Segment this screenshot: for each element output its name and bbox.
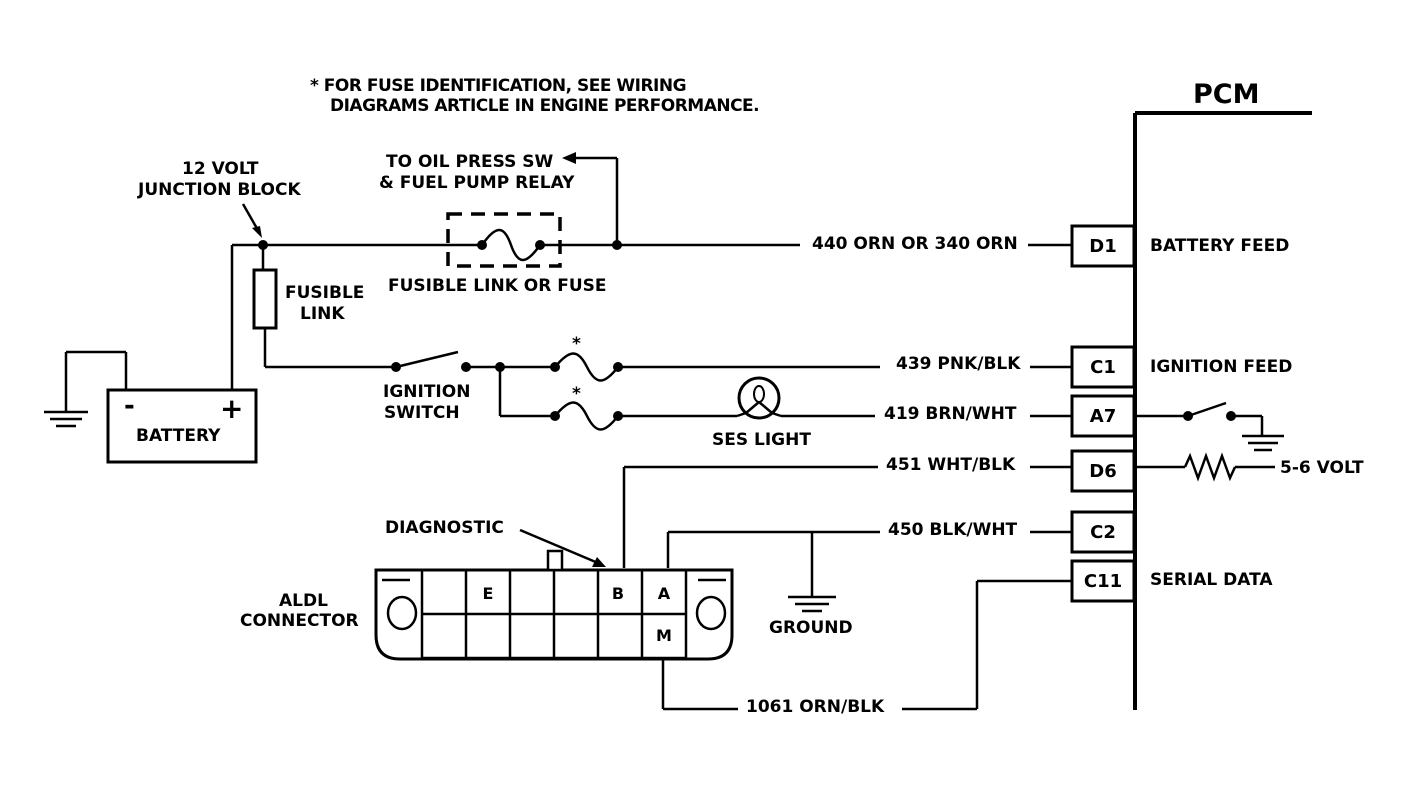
wire-label-440: 440 ORN OR 340 ORN [812,234,1018,254]
diagnostic-label: DIAGNOSTIC [385,518,504,538]
aldl-label-1: ALDL [279,591,328,611]
serial-data-wire [661,579,1072,711]
pin-label: C1 [1090,357,1116,378]
pin-label: A7 [1090,406,1116,427]
pcm-bus [1133,111,1312,710]
pcm-pin-a7: A7 [1070,394,1136,438]
wire-label-439: 439 PNK/BLK [896,354,1021,374]
pin-label: C11 [1084,571,1122,592]
ignition-fuse [550,352,1072,382]
battery-minus: - [124,391,135,421]
ignition-switch-label-2: SWITCH [384,403,460,423]
pcm-pin-c2: C2 [1070,510,1136,554]
diagnostic-wire [622,465,1072,568]
pcm-title: PCM [1193,79,1259,110]
ignition-switch-label-1: IGNITION [383,382,470,402]
a7-ground-switch [1134,401,1284,452]
pcm-pin-d6: D6 [1070,449,1136,493]
fuse-mark-2: * [572,384,581,404]
battery-label: BATTERY [136,426,221,446]
pin-label: D6 [1089,461,1116,482]
junction-label-1: 12 VOLT [182,159,259,179]
oil-press-label-1: TO OIL PRESS SW [386,152,554,172]
junction-arrow [241,203,262,238]
note-line-1: * FOR FUSE IDENTIFICATION, SEE WIRING [310,76,686,96]
junction-label-2: JUNCTION BLOCK [137,180,301,200]
ses-light-label: SES LIGHT [712,430,811,450]
ses-light [736,376,1072,420]
note-line-2: DIAGRAMS ARTICLE IN ENGINE PERFORMANCE. [330,96,759,116]
oil-press-arrow [562,152,619,245]
wire-label-1061: 1061 ORN/BLK [746,697,885,717]
ground-label: GROUND [769,618,853,638]
fusible-link-or-fuse-label: FUSIBLE LINK OR FUSE [388,276,607,296]
fusible-link-label-2: LINK [300,304,345,324]
oil-press-label-2: & FUEL PUMP RELAY [379,173,575,193]
ground-wire [666,530,1072,613]
aldl-label-2: CONNECTOR [240,611,359,631]
aldl-cell-b: B [612,584,624,603]
d6-resistor [1134,452,1275,482]
wire-label-450: 450 BLK/WHT [888,520,1018,540]
aldl-cell-e: E [483,584,494,603]
wire-label-419: 419 BRN/WHT [884,404,1017,424]
fusible-link [252,245,396,369]
aldl-cell-m: M [656,626,672,645]
function-battery-feed: BATTERY FEED [1150,236,1289,256]
pcm-pin-d1: D1 [1070,224,1136,268]
fuse-mark-1: * [572,334,581,354]
pin-label: D1 [1089,236,1116,257]
wire-label-451: 451 WHT/BLK [886,455,1016,475]
function-ignition-feed: IGNITION FEED [1150,357,1292,377]
fusible-link-label-1: FUSIBLE [285,283,364,303]
function-serial-data: SERIAL DATA [1150,570,1273,590]
fusible-link-or-fuse [446,212,562,268]
pin-label: C2 [1090,522,1116,543]
battery [44,243,263,464]
aldl-connector [374,549,734,661]
pcm-pin-c11: C11 [1070,559,1136,603]
pcm-pin-c1: C1 [1070,345,1136,389]
battery-feed-wire [258,240,1072,250]
ses-fuse [550,401,737,431]
ignition-switch [391,350,553,418]
aldl-cell-a: A [658,584,671,603]
function-5-6-volt: 5-6 VOLT [1280,458,1364,478]
battery-plus: + [220,392,243,425]
diagnostic-arrow [519,528,606,567]
